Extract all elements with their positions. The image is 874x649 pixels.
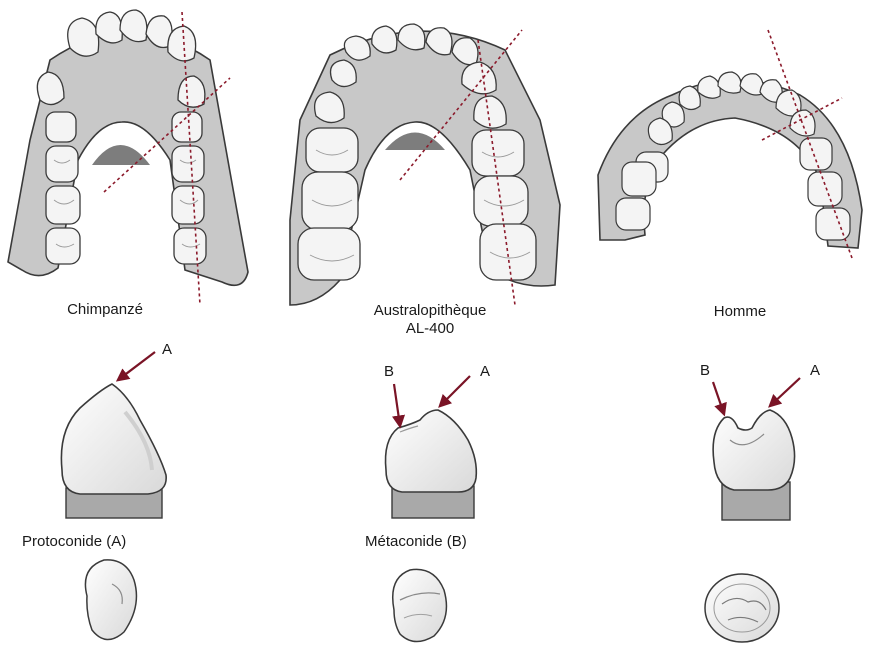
- australopithecus-arrow-b: [394, 384, 400, 426]
- chimpanzee-premolar-side: [61, 384, 166, 518]
- australopithecus-premolar-side: [386, 410, 477, 518]
- australopithecus-palate-shadow: [385, 133, 445, 151]
- australopithecus-premolar-occlusal: [393, 569, 447, 641]
- australopithecus-jaw: [290, 24, 560, 305]
- human-premolar-occlusal: [705, 574, 779, 642]
- marker-human-b: B: [700, 362, 710, 380]
- label-human: Homme: [680, 303, 800, 321]
- australopithecus-arrow-a: [440, 376, 470, 406]
- label-australopithecus: Australopithèque: [340, 302, 520, 320]
- human-premolar-crown: [713, 410, 794, 490]
- chimpanzee-premolar-occlusal: [85, 560, 136, 640]
- chimpanzee-palate-shadow: [92, 145, 150, 165]
- marker-australopithecus-a: A: [480, 363, 490, 381]
- human-arrow-a: [770, 378, 800, 406]
- marker-chimpanzee-a: A: [162, 341, 172, 359]
- label-australopithecus-specimen: AL-400: [340, 320, 520, 338]
- marker-human-a: A: [810, 362, 820, 380]
- human-jaw: [598, 30, 862, 258]
- marker-australopithecus-b: B: [384, 363, 394, 381]
- chimpanzee-arrow-a: [118, 352, 155, 380]
- label-chimpanzee: Chimpanzé: [20, 301, 190, 319]
- label-protoconide: Protoconide (A): [22, 533, 172, 551]
- label-metaconide: Métaconide (B): [365, 533, 515, 551]
- chimpanzee-premolar-crown: [61, 384, 166, 494]
- human-arrow-b: [713, 382, 724, 414]
- chimpanzee-jaw: [8, 10, 248, 305]
- human-premolar-side: [713, 410, 794, 520]
